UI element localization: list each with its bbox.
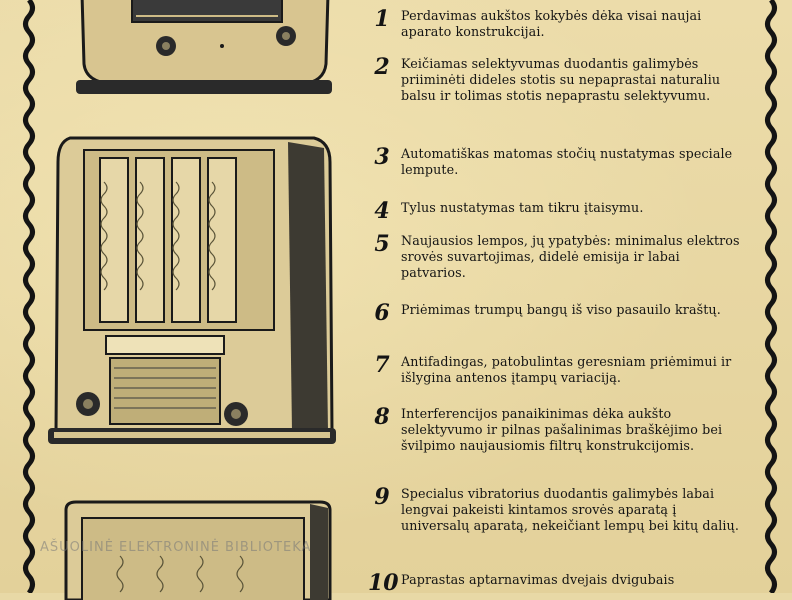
feature-number: 2 [374, 54, 390, 80]
radio-illustration-middle [48, 136, 336, 444]
feature-text: Naujausios lempos, jų ypatybės: minimalu… [401, 233, 740, 280]
feature-number: 1 [374, 6, 390, 32]
feature-number: 4 [374, 198, 390, 224]
radio-illustration-top [76, 0, 332, 94]
feature-number: 10 [368, 570, 399, 596]
radio-illustration-bottom [64, 500, 332, 600]
feature-text: Perdavimas aukštos kokybės dėka visai na… [401, 8, 702, 39]
left-border-ornament [23, 0, 35, 593]
feature-text: Keičiamas selektyvumas duodantis galimyb… [401, 56, 721, 103]
feature-text: Paprastas aptarnavimas dvejais dvigubais [401, 572, 675, 587]
right-border-ornament [765, 0, 777, 593]
feature-text: Automatiškas matomas stočių nustatymas s… [401, 146, 733, 177]
feature-text: Interferencijos panaikinimas dėka aukšto… [401, 406, 723, 453]
feature-number: 7 [374, 352, 390, 378]
feature-number: 9 [374, 484, 390, 510]
feature-text: Tylus nustatymas tam tikru įtaisymu. [401, 200, 644, 215]
feature-number: 5 [374, 231, 390, 257]
library-watermark: AŠUOLINĖ ELEKTRONINĖ BIBLIOTEKA [40, 540, 312, 555]
feature-number: 8 [374, 404, 390, 430]
feature-text: Antifadingas, patobulintas geresniam pri… [401, 354, 732, 385]
feature-text: Specialus vibratorius duodantis galimybė… [401, 486, 739, 533]
feature-number: 3 [374, 144, 390, 170]
feature-text: Priėmimas trumpų bangų iš viso pasauilo … [401, 302, 721, 317]
feature-list: 1 Perdavimas aukštos kokybės dėka visai … [368, 0, 754, 596]
feature-number: 6 [374, 300, 390, 326]
